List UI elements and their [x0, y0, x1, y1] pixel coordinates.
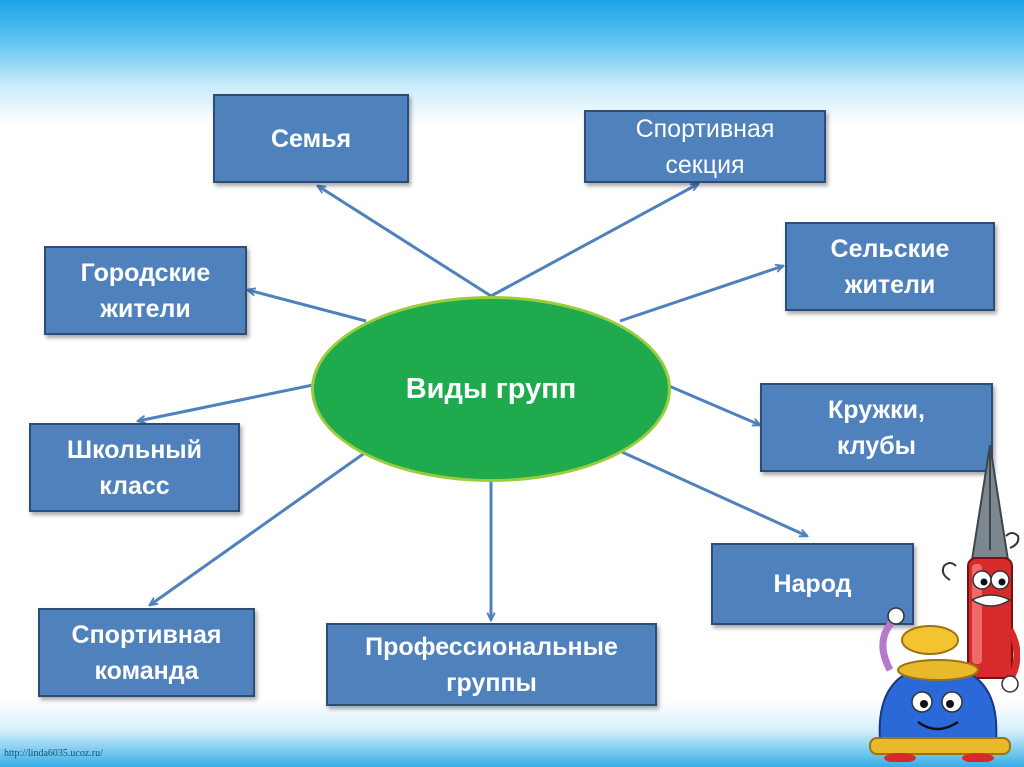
box-family: Семья: [213, 94, 409, 183]
box-sport-team-line-1: Спортивная: [71, 620, 222, 649]
box-sport-team-line-2: команда: [94, 656, 199, 685]
box-city-residents-line-2: жители: [100, 294, 191, 323]
box-nation-line-1: Народ: [773, 570, 852, 598]
box-family-line-1: Семья: [270, 124, 352, 153]
box-professional-groups-line-1: Профессиональные: [365, 632, 618, 661]
arrow-to-rural-residents: [619, 266, 783, 323]
center-label: Виды групп: [405, 372, 577, 405]
box-city-residents-line-1: Городские: [80, 258, 211, 287]
box-clubs-line-1: Кружки,: [828, 395, 925, 424]
box-nation: Народ: [711, 543, 914, 625]
arrow-to-city-residents: [248, 290, 367, 323]
box-professional-groups: Профессиональные группы: [326, 623, 657, 706]
box-city-residents: Городские жители: [44, 246, 247, 335]
arrow-to-school-class: [138, 383, 314, 421]
box-school-class-line-2: класс: [99, 471, 170, 500]
arrow-to-clubs: [668, 384, 760, 425]
box-rural-residents: Сельские жители: [785, 222, 995, 311]
arrow-to-family: [318, 186, 492, 298]
box-clubs: Кружки, клубы: [760, 383, 993, 472]
box-sport-section-line-2: секция: [665, 150, 745, 179]
arrow-to-sport-section: [490, 184, 698, 298]
center-ellipse: Виды групп: [311, 296, 671, 482]
box-school-class: Школьный класс: [29, 423, 240, 512]
box-sport-section-line-1: Спортивная: [635, 114, 775, 143]
box-clubs-line-2: клубы: [836, 431, 917, 460]
arrow-to-sport-team: [150, 450, 367, 605]
box-sport-section: Спортивная секция: [584, 110, 826, 183]
pen-and-inkwell-cartoon-icon: [869, 444, 1020, 762]
box-rural-residents-line-1: Сельские: [830, 234, 950, 263]
footer-url: http://linda6035.ucoz.ru/: [4, 748, 103, 759]
box-sport-team: Спортивная команда: [38, 608, 255, 697]
box-professional-groups-line-2: группы: [446, 668, 537, 697]
arrow-to-nation: [621, 450, 807, 538]
box-rural-residents-line-2: жители: [844, 270, 936, 299]
box-school-class-line-1: Школьный: [66, 435, 203, 464]
